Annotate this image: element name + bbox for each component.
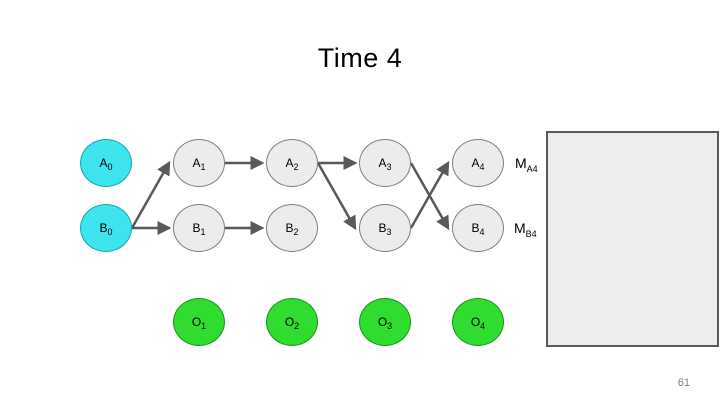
edge-B0-A1	[130, 160, 171, 229]
node-label-base: M	[515, 155, 527, 171]
node-label-base: M	[514, 220, 526, 236]
node-label-base: A	[192, 156, 201, 170]
slide-title: Time 4	[317, 43, 403, 73]
node-label-subscript: B4	[525, 229, 537, 239]
content-placeholder-box	[546, 131, 719, 347]
node-label-base: O	[191, 315, 202, 329]
memory-label-MB4: MB4	[514, 219, 537, 239]
node-label-base: A	[378, 156, 387, 170]
memory-label-MA4: MA4	[515, 154, 538, 174]
node-label-base: O	[377, 315, 388, 329]
node-label-subscript: A4	[526, 164, 538, 174]
page-number: 61	[677, 377, 690, 389]
node-label-base: B	[192, 221, 201, 235]
edge-A2-B3	[316, 162, 357, 231]
node-label-base: A	[99, 156, 108, 170]
node-label-base: B	[471, 221, 480, 235]
node-label-base: O	[470, 315, 481, 329]
node-label-base: B	[99, 221, 108, 235]
edge-A3-B4	[409, 162, 450, 231]
node-label-base: B	[378, 221, 387, 235]
node-label-base: A	[471, 156, 480, 170]
node-label-base: O	[284, 315, 295, 329]
node-label-base: A	[285, 156, 294, 170]
node-label-base: B	[285, 221, 294, 235]
edge-B3-A4	[409, 160, 450, 229]
